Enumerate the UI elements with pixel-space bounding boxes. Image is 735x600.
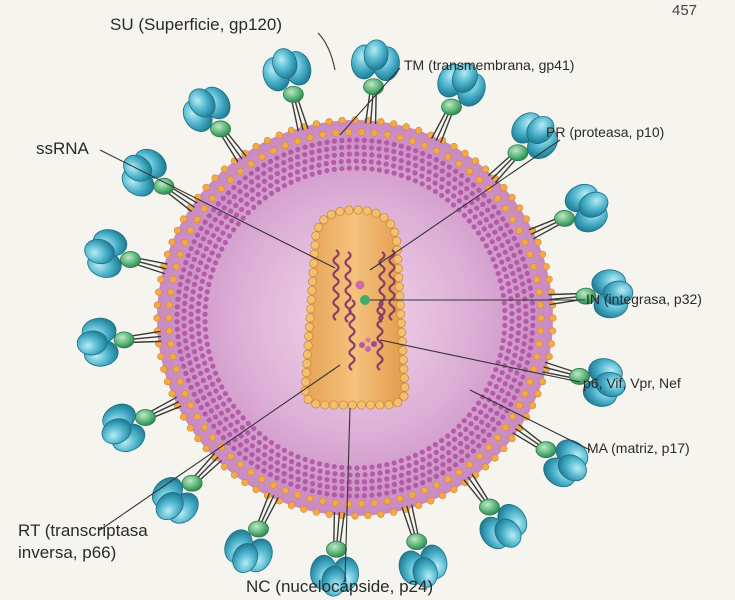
page-number: 457 — [672, 2, 697, 19]
label-ssrna: ssRNA — [36, 138, 89, 159]
label-pr: PR (proteasa, p10) — [546, 124, 664, 141]
integrase-particle — [360, 295, 370, 305]
label-ma: MA (matriz, p17) — [587, 440, 690, 457]
protease-particle — [356, 281, 365, 290]
label-nc: NC (nucelocápside, p24) — [246, 576, 433, 597]
label-rt-line1: RT (transcriptasa — [18, 520, 148, 541]
label-in: IN (integrasa, p32) — [586, 291, 702, 308]
label-tm: TM (transmembrana, gp41) — [404, 57, 574, 74]
label-rt-line2: inversa, p66) — [18, 542, 116, 563]
label-p6: p6, Vif, Vpr, Nef — [583, 375, 681, 392]
label-su: SU (Superficie, gp120) — [110, 14, 282, 35]
